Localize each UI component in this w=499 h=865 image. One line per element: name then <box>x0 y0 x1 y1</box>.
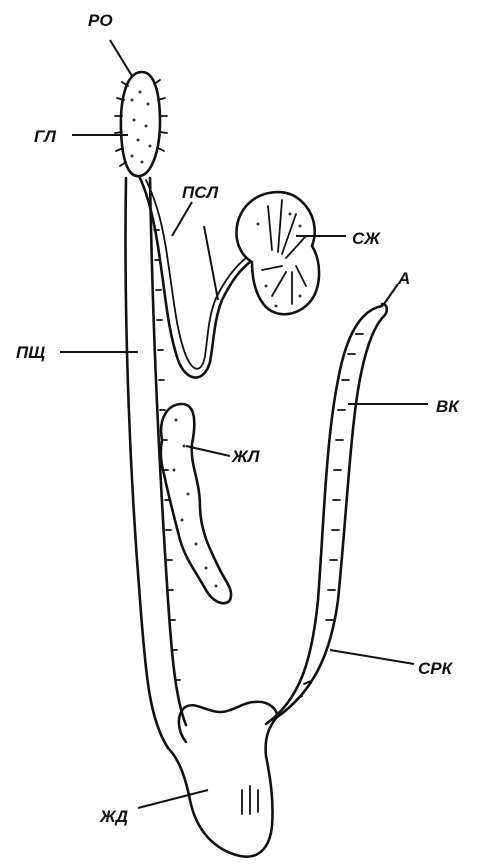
intestine <box>266 304 387 724</box>
crop <box>161 404 231 603</box>
leader-lines <box>60 40 428 808</box>
label-zhl: ЖЛ <box>231 447 260 466</box>
stomach <box>168 702 277 857</box>
label-srk: СРК <box>418 659 454 678</box>
label-ro: РО <box>88 11 113 30</box>
label-a: А <box>397 269 410 288</box>
label-vk: ВК <box>436 397 460 416</box>
label-szh: СЖ <box>352 229 381 248</box>
label-psl: ПСЛ <box>182 183 219 202</box>
esophagus <box>126 178 186 748</box>
salivary-gland <box>236 192 319 314</box>
label-pshch: ПЩ <box>16 343 45 362</box>
label-gl: ГЛ <box>34 127 56 146</box>
head <box>115 72 167 176</box>
salivary-duct <box>140 178 250 378</box>
label-zhd: ЖД <box>99 807 128 826</box>
